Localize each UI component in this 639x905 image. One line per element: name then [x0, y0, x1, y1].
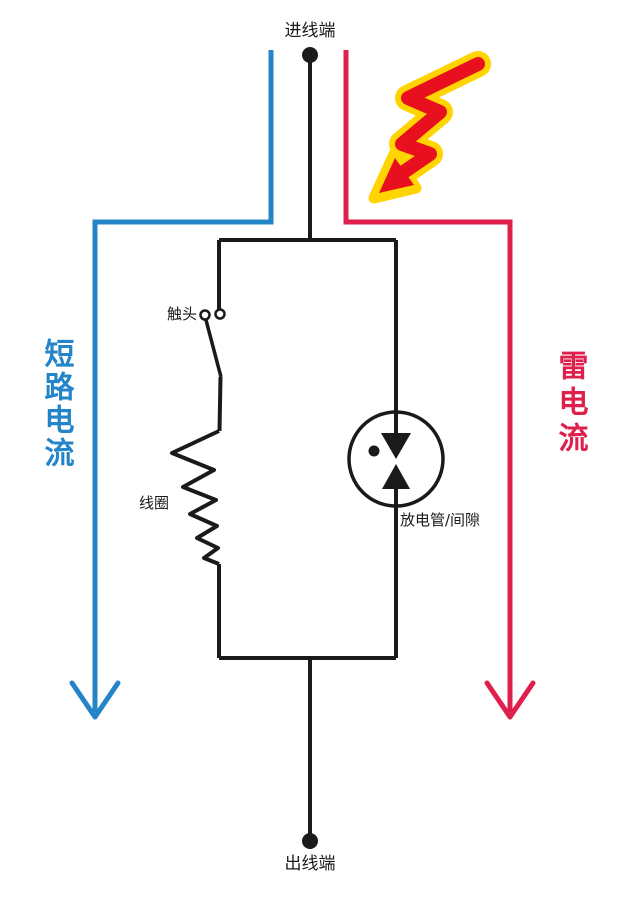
gas-fill-dot	[368, 445, 380, 457]
lightning-arrow-icon	[484, 680, 536, 720]
discharge-gap-upper-electrode	[381, 433, 411, 459]
lightning-path	[343, 50, 536, 720]
contact-blade	[204, 319, 223, 378]
contact-moving-terminal	[199, 309, 211, 321]
contact-fixed-terminal	[214, 308, 226, 320]
incoming-terminal-dot	[302, 47, 318, 63]
discharge-tube-circle	[347, 410, 445, 508]
discharge-tube-symbol	[347, 410, 445, 508]
lightning-bolt-icon	[368, 51, 491, 204]
incoming-terminal-label: 进线端	[284, 21, 336, 41]
outgoing-terminal-label: 出线端	[284, 854, 336, 874]
short-circuit-path	[69, 50, 274, 720]
coil-label: 线圈	[139, 494, 170, 512]
discharge-gap-lower-electrode	[382, 464, 410, 489]
short-circuit-arrow-icon	[69, 680, 121, 720]
left-branch-mid-wire	[217, 376, 223, 432]
outgoing-terminal-dot	[302, 833, 318, 849]
bolt-arrowhead	[379, 158, 414, 193]
discharge-tube-label: 放电管/间隙	[400, 511, 481, 529]
lightning-line	[343, 50, 513, 712]
coil-symbol	[170, 429, 220, 566]
circuit-wires	[170, 55, 398, 834]
bolt-body	[391, 57, 485, 183]
contact-label: 触头	[167, 305, 198, 323]
short-circuit-current-label: 短路电流	[38, 338, 74, 470]
short-circuit-line	[92, 50, 274, 712]
contact-switch	[199, 308, 226, 321]
lightning-current-label: 雷电流	[552, 350, 588, 458]
